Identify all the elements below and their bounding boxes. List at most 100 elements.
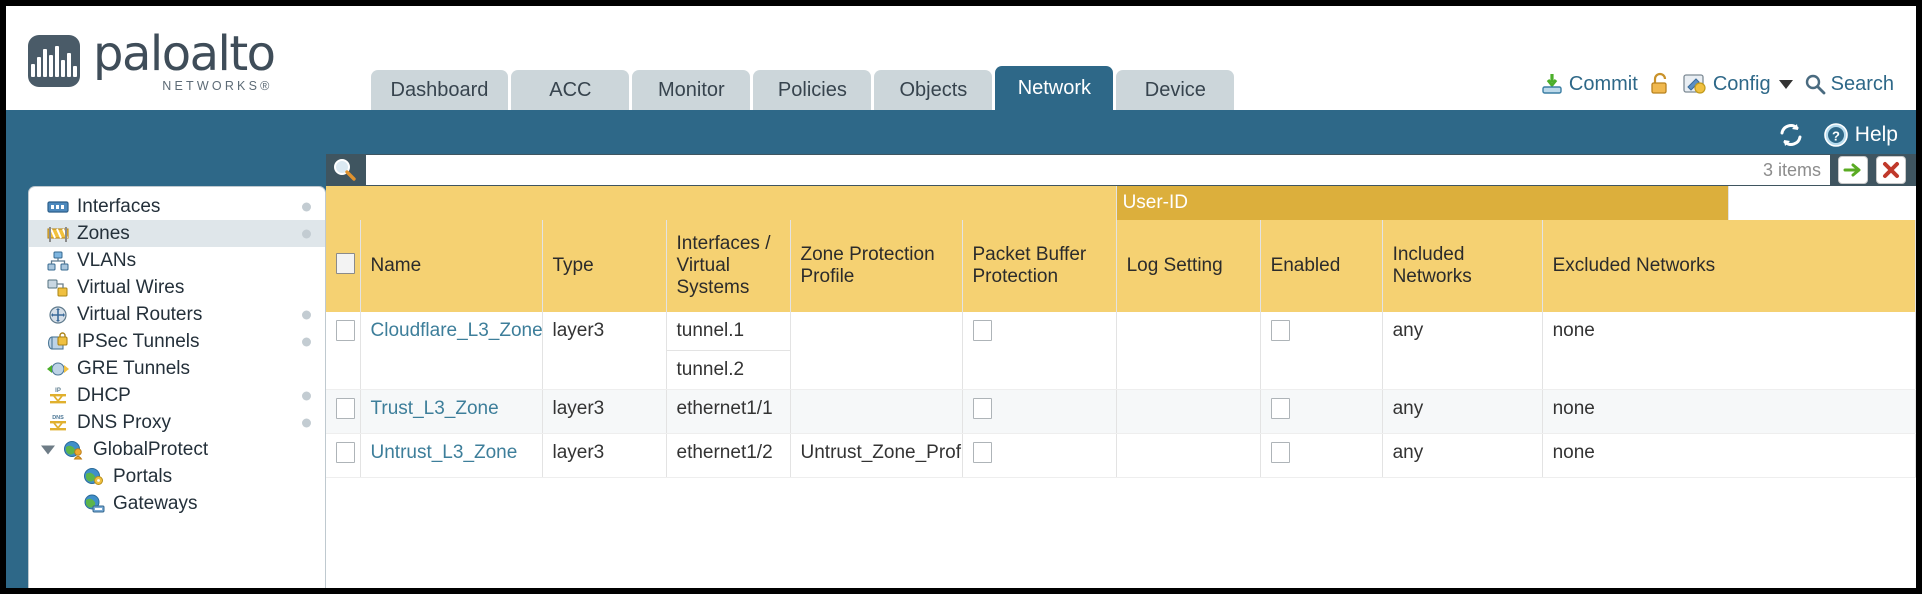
column-header-name[interactable]: Name xyxy=(360,220,543,312)
row-select-cell[interactable] xyxy=(326,389,361,434)
column-header-excluded-networks[interactable]: Excluded Networks xyxy=(1542,220,1916,312)
cell-userid-enabled[interactable] xyxy=(1260,312,1383,390)
refresh-icon[interactable] xyxy=(1777,122,1805,148)
column-header-packet-buffer-protection[interactable]: Packet Buffer Protection xyxy=(962,220,1117,312)
table-row[interactable]: Untrust_L3_Zone layer3 ethernet1/2 Untru… xyxy=(326,433,1916,478)
status-dot xyxy=(302,337,311,346)
select-all-checkbox[interactable] xyxy=(336,252,355,274)
tab-objects[interactable]: Objects xyxy=(874,70,993,110)
sidebar-item-portals[interactable]: Portals xyxy=(29,463,325,490)
config-menu[interactable]: Config xyxy=(1682,72,1793,96)
cell-name[interactable]: Trust_L3_Zone xyxy=(360,389,543,434)
clear-filter-button[interactable] xyxy=(1876,156,1906,184)
zones-icon xyxy=(47,224,69,244)
row-checkbox[interactable] xyxy=(336,320,355,341)
filter-bar: 3 items xyxy=(326,154,1916,186)
column-header-zone-protection-profile[interactable]: Zone Protection Profile xyxy=(790,220,963,312)
sidebar-item-dns-proxy[interactable]: DNS DNS Proxy xyxy=(29,409,325,436)
tab-monitor[interactable]: Monitor xyxy=(632,70,751,110)
cell-userid-enabled[interactable] xyxy=(1260,433,1383,478)
dns-proxy-icon: DNS xyxy=(47,413,69,433)
column-header-interfaces[interactable]: Interfaces / Virtual Systems xyxy=(666,220,791,312)
sidebar-item-label: DHCP xyxy=(77,384,131,406)
column-header-included-networks[interactable]: Included Networks xyxy=(1382,220,1543,312)
sidebar-item-label: GlobalProtect xyxy=(93,438,209,460)
row-select-cell[interactable] xyxy=(326,433,361,478)
sidebar-item-label: Portals xyxy=(113,465,173,487)
apply-filter-button[interactable] xyxy=(1838,156,1868,184)
gateways-icon xyxy=(83,494,105,514)
cell-zone-protection-profile xyxy=(790,389,963,434)
cell-packet-buffer-protection[interactable] xyxy=(962,433,1117,478)
sidebar-item-interfaces[interactable]: Interfaces xyxy=(29,193,325,220)
tab-dashboard[interactable]: Dashboard xyxy=(370,70,509,110)
packet-buffer-protection-checkbox[interactable] xyxy=(972,398,992,419)
cell-interfaces: ethernet1/1 xyxy=(666,389,791,434)
help-button[interactable]: ? Help xyxy=(1823,122,1898,148)
cell-userid-enabled[interactable] xyxy=(1260,389,1383,434)
sidebar-item-gateways[interactable]: Gateways xyxy=(29,490,325,517)
table-row[interactable]: Cloudflare_L3_Zone layer3 tunnel.1 tunne… xyxy=(326,312,1916,390)
commit-icon xyxy=(1542,74,1562,94)
sidebar-item-vlans[interactable]: VLANs xyxy=(29,247,325,274)
sidebar-item-dhcp[interactable]: IP DHCP xyxy=(29,382,325,409)
tab-device[interactable]: Device xyxy=(1116,70,1235,110)
cell-type: layer3 xyxy=(542,433,667,478)
portals-icon xyxy=(83,467,105,487)
virtual-routers-icon xyxy=(47,305,69,325)
zone-link[interactable]: Trust_L3_Zone xyxy=(370,398,499,419)
tab-network[interactable]: Network xyxy=(995,66,1114,110)
cell-interfaces: tunnel.1 tunnel.2 xyxy=(666,312,791,390)
status-dot xyxy=(302,391,311,400)
tab-policies[interactable]: Policies xyxy=(753,70,872,110)
lock-button[interactable] xyxy=(1649,72,1671,96)
row-checkbox[interactable] xyxy=(336,442,355,463)
expand-triangle-icon[interactable] xyxy=(41,445,55,454)
row-checkbox[interactable] xyxy=(336,398,355,419)
cell-name[interactable]: Cloudflare_L3_Zone xyxy=(360,312,543,390)
sidebar-item-label: DNS Proxy xyxy=(77,411,171,433)
table-row[interactable]: Trust_L3_Zone layer3 ethernet1/1 any xyxy=(326,389,1916,434)
packet-buffer-protection-checkbox[interactable] xyxy=(972,442,992,463)
zone-link[interactable]: Cloudflare_L3_Zone xyxy=(370,320,543,341)
top-right-actions: Commit Config xyxy=(1540,72,1894,96)
commit-button[interactable]: Commit xyxy=(1540,72,1638,96)
tab-acc[interactable]: ACC xyxy=(511,70,630,110)
cell-packet-buffer-protection[interactable] xyxy=(962,312,1117,390)
sidebar-item-globalprotect[interactable]: GlobalProtect xyxy=(29,436,325,463)
globalprotect-icon xyxy=(63,440,85,460)
cell-packet-buffer-protection[interactable] xyxy=(962,389,1117,434)
search-icon[interactable] xyxy=(332,157,358,183)
left-navigation: Interfaces Zones xyxy=(28,186,326,588)
row-select-cell[interactable] xyxy=(326,312,361,390)
userid-enabled-checkbox[interactable] xyxy=(1270,320,1290,341)
cell-excluded-networks: none xyxy=(1542,433,1916,478)
chevron-down-icon xyxy=(1778,79,1793,89)
column-header-enabled[interactable]: Enabled xyxy=(1260,220,1383,312)
column-header-type[interactable]: Type xyxy=(542,220,667,312)
cell-type: layer3 xyxy=(542,389,667,434)
zone-link[interactable]: Untrust_L3_Zone xyxy=(370,442,518,463)
cell-zone-protection-profile: Untrust_Zone_Prof xyxy=(790,433,963,478)
paloalto-logo-icon xyxy=(28,34,80,87)
sidebar-item-zones[interactable]: Zones xyxy=(29,220,325,247)
brand-logo: paloalto NETWORKS® xyxy=(28,30,276,93)
packet-buffer-protection-checkbox[interactable] xyxy=(972,320,992,341)
sidebar-item-ipsec-tunnels[interactable]: IPSec Tunnels xyxy=(29,328,325,355)
lock-icon xyxy=(1651,72,1667,94)
svg-text:DNS: DNS xyxy=(52,415,64,421)
cell-excluded-networks: none xyxy=(1542,389,1916,434)
select-all-header[interactable] xyxy=(326,220,361,312)
search-input[interactable]: 3 items xyxy=(366,155,1830,185)
sidebar-item-virtual-routers[interactable]: Virtual Routers xyxy=(29,301,325,328)
sidebar-item-virtual-wires[interactable]: Virtual Wires xyxy=(29,274,325,301)
help-label: Help xyxy=(1854,123,1898,146)
cell-name[interactable]: Untrust_L3_Zone xyxy=(360,433,543,478)
interfaces-icon xyxy=(47,197,69,217)
search-button[interactable]: Search xyxy=(1804,73,1894,96)
column-header-log-setting[interactable]: Log Setting xyxy=(1116,220,1261,312)
userid-enabled-checkbox[interactable] xyxy=(1270,442,1290,463)
userid-enabled-checkbox[interactable] xyxy=(1270,398,1290,419)
sidebar-item-gre-tunnels[interactable]: GRE Tunnels xyxy=(29,355,325,382)
